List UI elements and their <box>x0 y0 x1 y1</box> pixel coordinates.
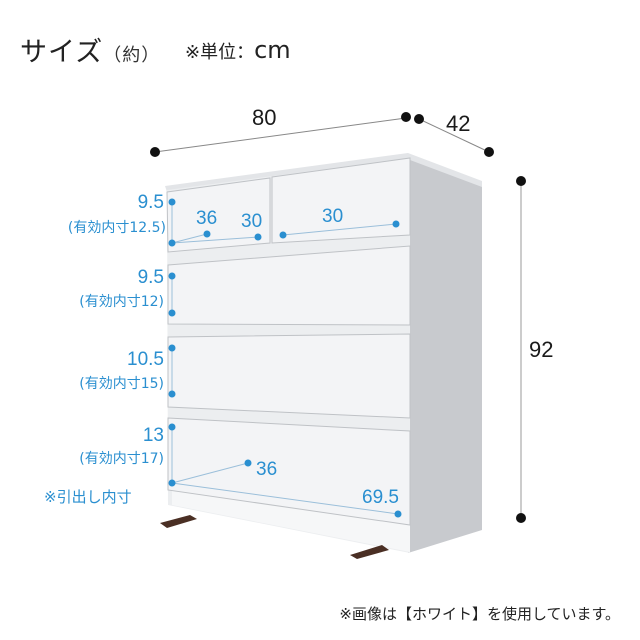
drawer-1-depth: 36 <box>196 208 217 229</box>
drawer-2-height: 9.5 <box>138 267 164 288</box>
unit-note: ※単位：cm <box>185 36 291 64</box>
title-approx: （約） <box>103 45 161 66</box>
drawer-4-width: 69.5 <box>362 487 399 508</box>
drawer-second <box>167 245 411 326</box>
page-title: サイズ（約） ※単位：cm <box>20 30 291 69</box>
drawer-1-width-left: 30 <box>241 211 262 232</box>
cabinet-side-panel <box>408 155 482 553</box>
drawer-1-height: 9.5 <box>138 192 164 213</box>
drawer-4-depth: 36 <box>256 459 277 480</box>
drawer-third <box>167 333 411 419</box>
drawer-4-effective: (有効内寸17) <box>79 451 164 467</box>
drawer-1-effective: (有効内寸12.5) <box>68 220 166 236</box>
height-label: 92 <box>529 337 553 362</box>
footer-note: ※画像は【ホワイト】を使用しています。 <box>339 605 620 623</box>
drawer-bottom <box>167 417 411 526</box>
drawer-3-effective: (有効内寸15) <box>79 376 164 392</box>
drawer-inner-note: ※引出し内寸 <box>44 488 132 506</box>
chest-of-drawers <box>160 153 482 559</box>
unit-label: ※単位： <box>185 42 255 63</box>
drawer-top-right <box>271 157 411 244</box>
foot-right <box>350 545 389 559</box>
overall-dimensions: 80 42 92 <box>150 105 553 523</box>
cabinet-plinth <box>172 490 410 552</box>
drawer-2-effective: (有効内寸12) <box>79 294 164 310</box>
drawer-4-height: 13 <box>143 425 164 446</box>
drawer-3-height: 10.5 <box>127 349 164 370</box>
width-label: 80 <box>252 105 276 130</box>
drawer-dimensions <box>168 198 402 518</box>
foot-left <box>160 515 197 528</box>
depth-label: 42 <box>446 111 470 136</box>
drawer-dimension-labels: 9.5 (有効内寸12.5) 36 30 30 9.5 (有効内寸12) 10.… <box>44 192 399 508</box>
drawer-1-width-right: 30 <box>322 206 343 227</box>
title-text: サイズ <box>20 37 104 68</box>
drawer-top-left <box>166 177 271 253</box>
unit-value: cm <box>254 36 291 64</box>
